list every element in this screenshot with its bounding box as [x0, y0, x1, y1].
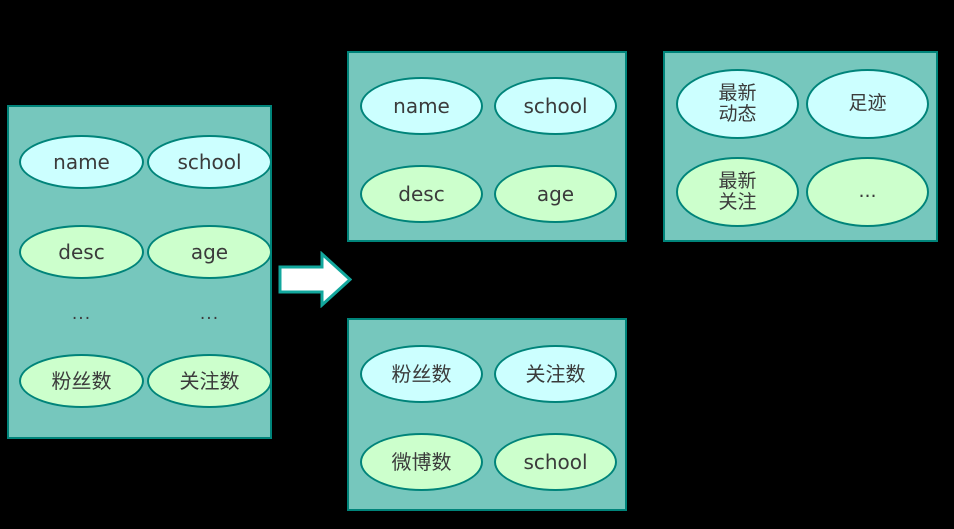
- attribute-ellipse-name[interactable]: name: [19, 135, 144, 189]
- attribute-ellipse-school[interactable]: school: [147, 135, 272, 189]
- attribute-ellipse-footprint[interactable]: 足迹: [806, 69, 929, 139]
- attribute-ellipse-follow-count[interactable]: 关注数: [147, 354, 272, 408]
- target-box-basic-info[interactable]: name school desc age: [347, 51, 627, 242]
- attribute-ellipse-latest-follow[interactable]: 最新 关注: [676, 157, 799, 227]
- attribute-ellipse-desc[interactable]: desc: [360, 165, 483, 223]
- attribute-ellipse-school[interactable]: school: [494, 77, 617, 135]
- attribute-ellipse-follow-count[interactable]: 关注数: [494, 345, 617, 403]
- attribute-ellipse-latest-feed[interactable]: 最新 动态: [676, 69, 799, 139]
- split-arrow-icon: [278, 251, 352, 308]
- attribute-ellipse-desc[interactable]: desc: [19, 225, 144, 279]
- attribute-ellipse-weibo-count[interactable]: 微博数: [360, 433, 483, 491]
- attribute-ellipsis-left: ...: [71, 304, 92, 324]
- attribute-ellipse-name[interactable]: name: [360, 77, 483, 135]
- attribute-ellipsis-right: ...: [199, 304, 220, 324]
- split-arrow: [278, 251, 352, 308]
- target-box-activity[interactable]: 最新 动态 足迹 最新 关注 ...: [663, 51, 938, 242]
- attribute-ellipse-more[interactable]: ...: [806, 157, 929, 227]
- attribute-ellipse-age[interactable]: age: [147, 225, 272, 279]
- attribute-ellipse-fans-count[interactable]: 粉丝数: [19, 354, 144, 408]
- attribute-ellipse-age[interactable]: age: [494, 165, 617, 223]
- target-box-counters[interactable]: 粉丝数 关注数 微博数 school: [347, 318, 627, 511]
- attribute-ellipse-fans-count[interactable]: 粉丝数: [360, 345, 483, 403]
- source-entity-box[interactable]: name school desc age ... ... 粉丝数 关注数: [7, 105, 272, 439]
- attribute-ellipse-school[interactable]: school: [494, 433, 617, 491]
